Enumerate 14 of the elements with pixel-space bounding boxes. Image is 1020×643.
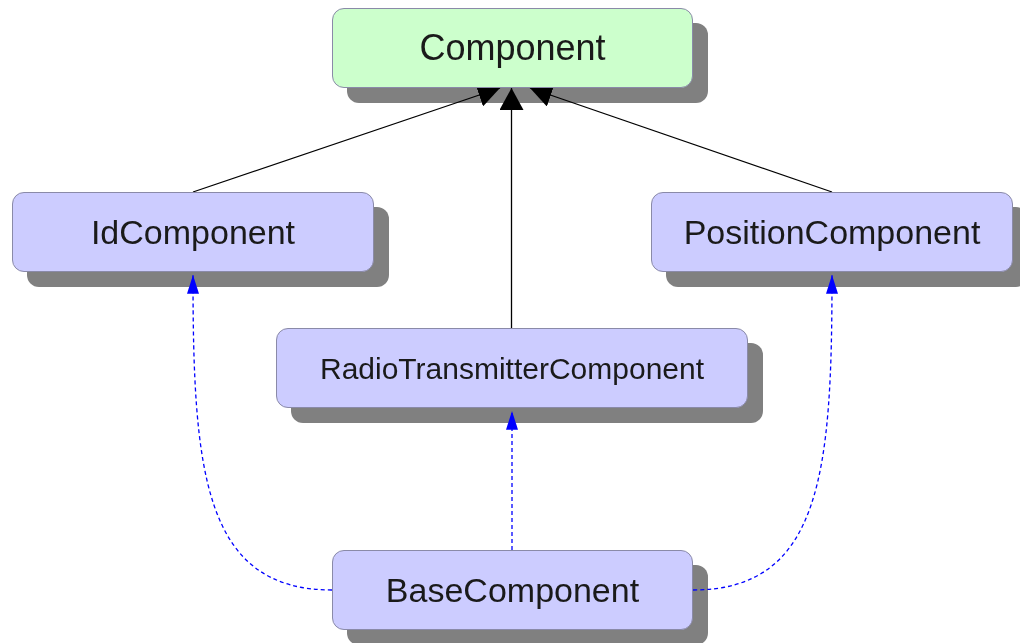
class-box: [332, 550, 693, 630]
class-box: [651, 192, 1013, 272]
class-name: Component: [419, 26, 606, 70]
class-name: RadioTransmitterComponent: [319, 350, 705, 387]
arrow: [187, 274, 333, 591]
arrow: [499, 87, 524, 329]
class-box: [12, 192, 374, 272]
class-name: PositionComponent: [683, 211, 981, 253]
arrow: [506, 410, 518, 551]
arrow: [692, 274, 838, 591]
class-name: BaseComponent: [385, 569, 640, 611]
class-name: IdComponent: [90, 211, 296, 253]
class-box: [276, 328, 748, 408]
class-box: [332, 8, 693, 88]
